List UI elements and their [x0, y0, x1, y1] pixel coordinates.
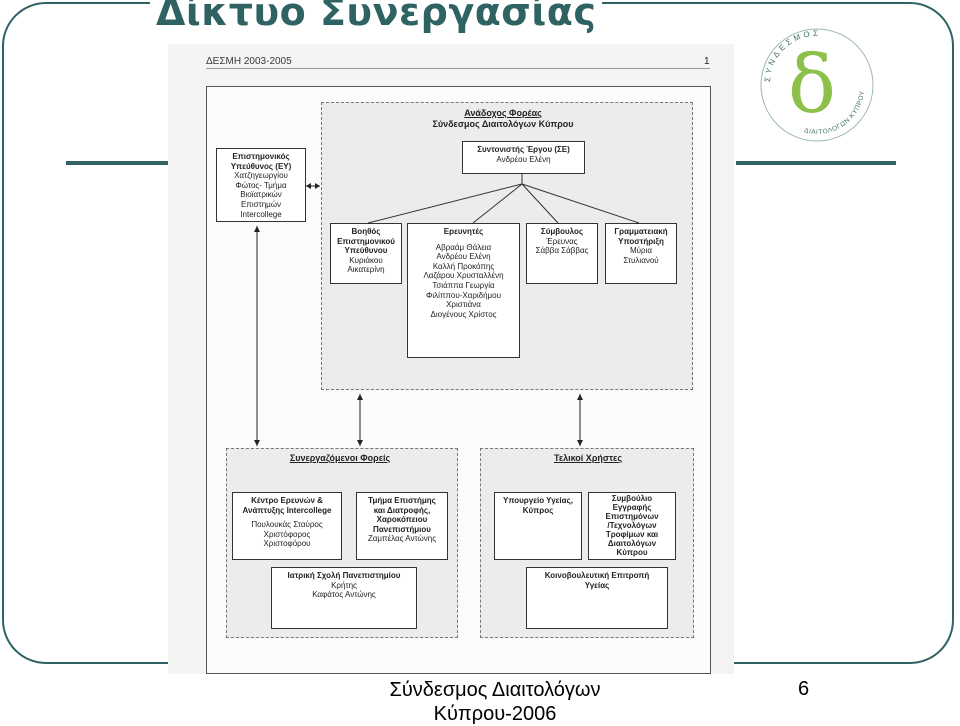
title-rule-left [66, 161, 170, 165]
harokopio-line: και Διατροφής, [373, 505, 431, 515]
intercollege-name: Πουλουκάς Σταύρος [251, 520, 323, 530]
research-advisor-line: Σύμβουλος [540, 227, 584, 236]
intercollege-box: Κέντρο Ερευνών & Ανάπτυξης Intercollege … [232, 492, 342, 560]
end-users-title: Τελικοί Χρήστες [553, 453, 623, 463]
research-advisor-line: Έρευνας [546, 236, 578, 246]
lead-title-line1: Ανάδοχος Φορέας [464, 108, 542, 118]
research-advisor-name: Σάββα Σάββας [535, 246, 589, 256]
document-header-rule [206, 68, 710, 69]
crete-name: Καφάτος Αντώνης [312, 590, 376, 600]
ministry-box: Υπουργείο Υγείας, Κύπρος [494, 492, 582, 560]
scientific-lead-name: Χατζηγεωργίου [234, 171, 288, 181]
ministry-line: Κύπρος [522, 505, 554, 515]
intercollege-line: Κέντρο Ερευνών & [251, 496, 323, 505]
intercollege-name: Χριστόφορος [263, 529, 311, 539]
researchers-box: Ερευνητές Αβραάμ Θάλεια Ανδρέου Ελένη Κα… [407, 223, 520, 358]
crete-box: Ιατρική Σχολή Πανεπιστημίου Κρήτης Καφάτ… [271, 567, 417, 629]
council-line: Εγγραφής [612, 503, 652, 512]
document-page-number: 1 [704, 56, 710, 67]
ministry-line: Υπουργείο Υγείας, [503, 496, 573, 505]
scientific-lead-name: Επιστημών [240, 199, 282, 209]
document-header: ΔΕΣΜΗ 2003-2005 [206, 56, 292, 67]
harokopio-line: Πανεπιστήμιου [373, 524, 431, 534]
researcher-name: Χριστιάνα [446, 300, 481, 310]
lead-title-line2: Σύνδεσμος Διαιτολόγων Κύπρου [432, 119, 574, 129]
harokopio-name: Ζαμπέλας Αντώνης [367, 534, 437, 544]
logo-mark: δ [788, 38, 836, 131]
scientific-lead-name: Βιοϊατρικών [240, 190, 282, 200]
lead-organization-title: Ανάδοχος Φορέας [423, 108, 583, 119]
parliament-line: Κοινοβουλευτική Επιτροπή [544, 571, 650, 580]
researcher-name: Διογένους Χρίστος [430, 309, 497, 319]
footer-text: Σύνδεσμος Διαιτολόγων Κύπρου-2006 [389, 679, 601, 725]
researcher-name: Λαζάρου Χρυσταλλένη [423, 271, 504, 281]
coordinator-heading: Συντονιστής Έργου (ΣΕ) [477, 145, 570, 154]
council-line: Τροφίμων και [605, 530, 659, 539]
secretariat-line: Υποστήριξη [618, 236, 664, 246]
title-rule-right [736, 161, 896, 165]
researcher-name: Ανδρέου Ελένη [436, 252, 491, 262]
intercollege-name: Χριστοφόρου [263, 539, 311, 549]
council-box: Συμβούλιο Εγγραφής Επιστημόνων /Τεχνολόγ… [588, 492, 676, 560]
harokopio-box: Τμήμα Επιστήμης και Διατροφής, Χαροκόπει… [356, 492, 448, 560]
secretariat-line: Γραμματειακή [614, 227, 668, 236]
scientific-lead-name: Intercollege [240, 209, 282, 219]
crete-line: Ιατρική Σχολή Πανεπιστημίου [287, 571, 401, 580]
coordinator-name: Ανδρέου Ελένη [496, 154, 551, 164]
lead-organization-subtitle: Σύνδεσμος Διαιτολόγων Κύπρου [413, 119, 593, 130]
council-line: /Τεχνολόγων [607, 521, 657, 530]
assistant-name: Αικατερίνη [347, 265, 385, 275]
council-line: Διαιτολόγων [607, 539, 657, 548]
research-advisor-box: Σύμβουλος Έρευνας Σάββα Σάββας [526, 223, 598, 284]
council-line: Επιστημόνων [605, 512, 659, 521]
researcher-name: Φιλίππου-Χαριδήμου [426, 290, 501, 300]
assistant-line: Επιστημονικού [337, 236, 395, 246]
association-logo: ΣΥΝΔΕΣΜΟΣ ΔΙΑΙΤΟΛΟΓΩΝ ΚΥΠΡΟΥ δ [760, 28, 874, 142]
scientific-lead-line: Υπεύθυνος (ΕΥ) [230, 161, 292, 171]
researchers-heading: Ερευνητές [443, 227, 484, 236]
scanned-org-chart-page: ΔΕΣΜΗ 2003-2005 1 Ανάδοχος Φορέας Σύνδεσ… [168, 44, 734, 674]
researcher-name: Αβραάμ Θάλεια [435, 242, 492, 252]
slide-title: Δίκτυο Συνεργασίας [150, 0, 603, 34]
researcher-name: Τσιάππα Γεωργία [432, 280, 495, 290]
assistant-line: Βοηθός [351, 227, 381, 236]
intercollege-line: Ανάπτυξης Intercollege [242, 505, 332, 515]
council-line: Κύπρου [616, 548, 648, 557]
assistant-name: Κυριάκου [349, 255, 383, 265]
parliament-line: Υγείας [584, 580, 610, 590]
harokopio-line: Χαροκόπειου [376, 515, 428, 525]
scientific-lead-name: Φώτος- Τμήμα [235, 180, 287, 190]
partners-title: Συνεργαζόμενοι Φορείς [289, 453, 391, 463]
scientific-lead-box: Επιστημονικός Υπεύθυνος (ΕΥ) Χατζηγεωργί… [216, 148, 306, 222]
coordinator-box: Συντονιστής Έργου (ΣΕ) Ανδρέου Ελένη [462, 141, 585, 174]
crete-line: Κρήτης [331, 580, 357, 590]
researcher-name: Καλλή Προκόπης [432, 261, 495, 271]
slide-page-number: 6 [798, 678, 810, 700]
harokopio-line: Τμήμα Επιστήμης [368, 496, 436, 505]
council-line: Συμβούλιο [611, 494, 653, 503]
assistant-line: Υπεύθυνου [344, 246, 388, 256]
parliament-box: Κοινοβουλευτική Επιτροπή Υγείας [526, 567, 668, 629]
secretariat-box: Γραμματειακή Υποστήριξη Μύρια Στυλιανού [605, 223, 677, 284]
assistant-box: Βοηθός Επιστημονικού Υπεύθυνου Κυριάκου … [330, 223, 402, 284]
connector-lines [254, 174, 640, 446]
secretariat-name: Στυλιανού [623, 255, 659, 265]
scientific-lead-line: Επιστημονικός [232, 152, 290, 161]
secretariat-name: Μύρια [630, 246, 652, 256]
